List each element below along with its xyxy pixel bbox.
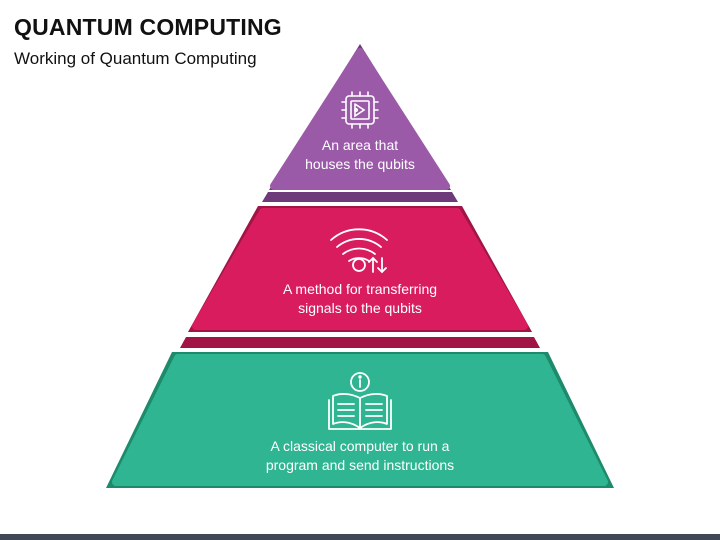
tier-bottom-line-1: A classical computer to run a — [271, 438, 450, 454]
wifi-signal-icon — [330, 228, 388, 274]
book-info-icon — [328, 372, 392, 430]
tier-middle-face — [192, 208, 528, 330]
tier-middle-line-2: signals to the qubits — [298, 300, 422, 316]
tier-top-line-1: An area that — [322, 137, 398, 153]
page-title: QUANTUM COMPUTING — [14, 14, 282, 40]
footer-bar — [0, 534, 720, 540]
tier-middle: A method for transferring signals to the… — [180, 206, 540, 348]
tier-middle-base-bar — [180, 337, 540, 348]
tier-bottom-line-2: program and send instructions — [266, 457, 454, 473]
tier-top-base-bar — [262, 192, 458, 202]
chip-icon — [341, 91, 379, 129]
tier-top-line-2: houses the qubits — [305, 156, 415, 172]
tier-middle-line-1: A method for transferring — [283, 281, 437, 297]
tier-top: An area that houses the qubits — [262, 44, 458, 202]
tier-bottom: A classical computer to run a program an… — [106, 352, 614, 488]
page-subtitle: Working of Quantum Computing — [14, 49, 257, 68]
